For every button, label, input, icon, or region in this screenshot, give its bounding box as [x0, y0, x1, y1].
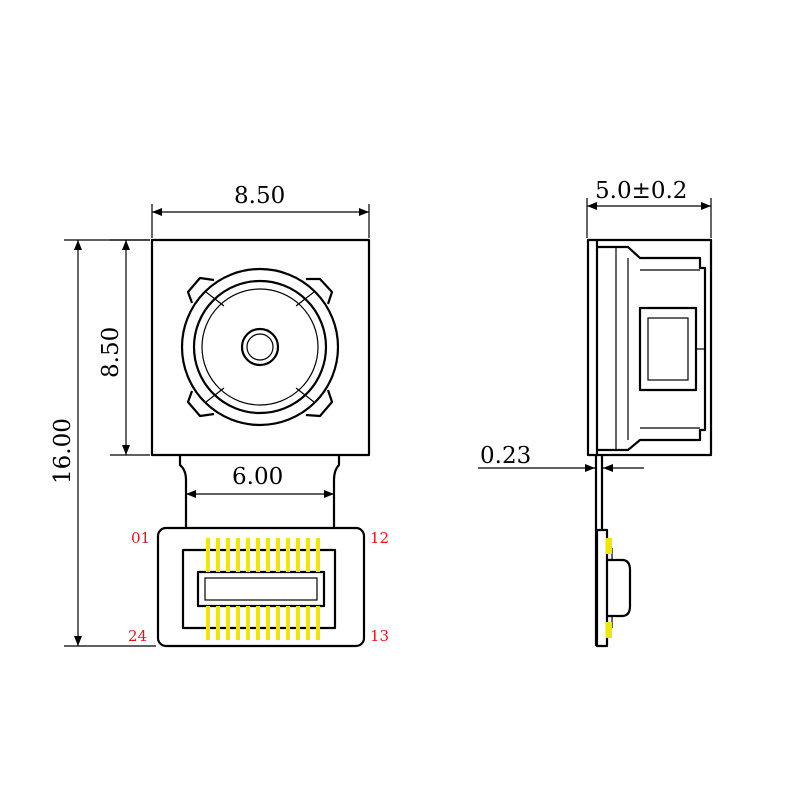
dim-flex-thickness: 0.23	[478, 443, 644, 472]
module-body	[150, 238, 371, 457]
dim-width-label: 8.50	[234, 183, 285, 209]
contact-pin	[236, 538, 240, 572]
dim-height: 8.50	[98, 239, 150, 456]
pin-label-12: 12	[370, 529, 389, 547]
contact-pin	[316, 606, 320, 640]
front-view: 01 12 24 13 8.50 8.50 16.00 6.00	[50, 183, 389, 648]
pin-label-13: 13	[370, 627, 389, 645]
contact-pin	[296, 606, 300, 640]
side-flex	[594, 455, 632, 648]
dim-depth-label: 5.0±0.2	[595, 178, 687, 204]
contact-pin	[206, 538, 210, 572]
contact-pin	[276, 538, 280, 572]
connector-board	[156, 526, 366, 648]
dim-height-label: 8.50	[98, 327, 124, 378]
pin-label-24: 24	[128, 627, 147, 645]
contact-pin	[256, 606, 260, 640]
pin-label-01: 01	[131, 529, 150, 547]
contact-pin	[306, 538, 310, 572]
contact-pin	[266, 606, 270, 640]
contact-pin	[246, 538, 250, 572]
contact-pin	[216, 606, 220, 640]
contact-pin	[286, 538, 290, 572]
contact-pin	[226, 606, 230, 640]
flex-cable	[178, 455, 341, 528]
dim-depth: 5.0±0.2	[586, 178, 712, 238]
contact-pin	[306, 606, 310, 640]
contact-pin	[226, 538, 230, 572]
contact-pin	[296, 538, 300, 572]
side-view: 5.0±0.2 0.23	[478, 178, 713, 648]
dim-flex-thickness-label: 0.23	[480, 443, 531, 469]
dim-total-height-label: 16.00	[50, 418, 76, 484]
contact-pin	[286, 606, 290, 640]
contact-pin	[236, 606, 240, 640]
contact-pin	[266, 538, 270, 572]
lens-aperture	[240, 327, 280, 367]
contacts-top-row	[206, 538, 320, 572]
dim-total-height: 16.00	[50, 239, 156, 647]
side-body	[586, 238, 713, 457]
contacts-bottom-row	[206, 606, 320, 640]
contact-pin	[206, 606, 210, 640]
dim-flex-width: 6.00	[186, 464, 334, 498]
contact-pin	[246, 606, 250, 640]
contact-pin	[316, 538, 320, 572]
contact-pin	[216, 538, 220, 572]
connector-socket	[196, 570, 326, 608]
contact-pin	[256, 538, 260, 572]
dim-width: 8.50	[151, 183, 370, 238]
lens-holder	[180, 267, 340, 427]
contact-pin	[276, 606, 280, 640]
dim-flex-width-label: 6.00	[232, 464, 283, 490]
